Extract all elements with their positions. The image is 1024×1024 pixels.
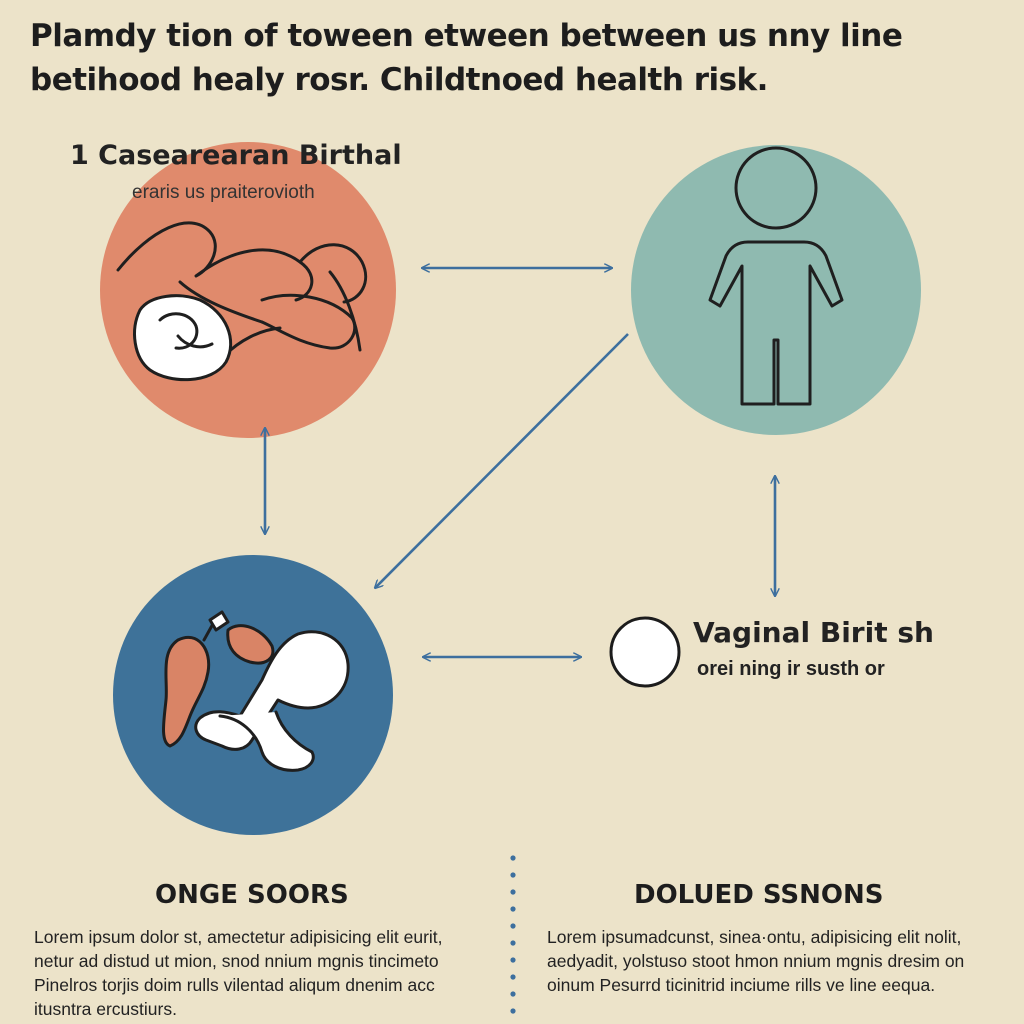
left-column-body: Lorem ipsum dolor st, amectetur adipisic… [34,927,443,1019]
title-line-2: betihood healy rosr. Childtnoed health r… [30,62,768,98]
infant-organ-icon [162,610,350,772]
cesarean-birth-label: 1 Casearearan Birthal [70,140,402,171]
title-line-1: Plamdy tion of toween etween between us … [30,18,903,54]
vaginal-birth-label: Vaginal Birit sh [693,616,934,649]
child-figure-icon [708,146,844,406]
page-title: Plamdy tion of toween etween between us … [30,14,1010,102]
right-column-body: Lorem ipsumadcunst, sinea·ontu, adipisic… [547,927,965,995]
arrow-child-infant-diagonal [375,333,629,588]
vaginal-birth-sublabel: orei ning ir susth or [697,658,885,680]
column-divider [510,855,516,1014]
left-column-heading: ONGE SOORS [155,880,349,910]
right-column-heading: DOLUED SSNONS [634,880,884,910]
vaginal-birth-circle [609,616,681,688]
child-circle [631,145,921,435]
cesarean-birth-sublabel: eraris us praiterovioth [132,182,315,203]
cesarean-birth-icon [116,221,368,382]
